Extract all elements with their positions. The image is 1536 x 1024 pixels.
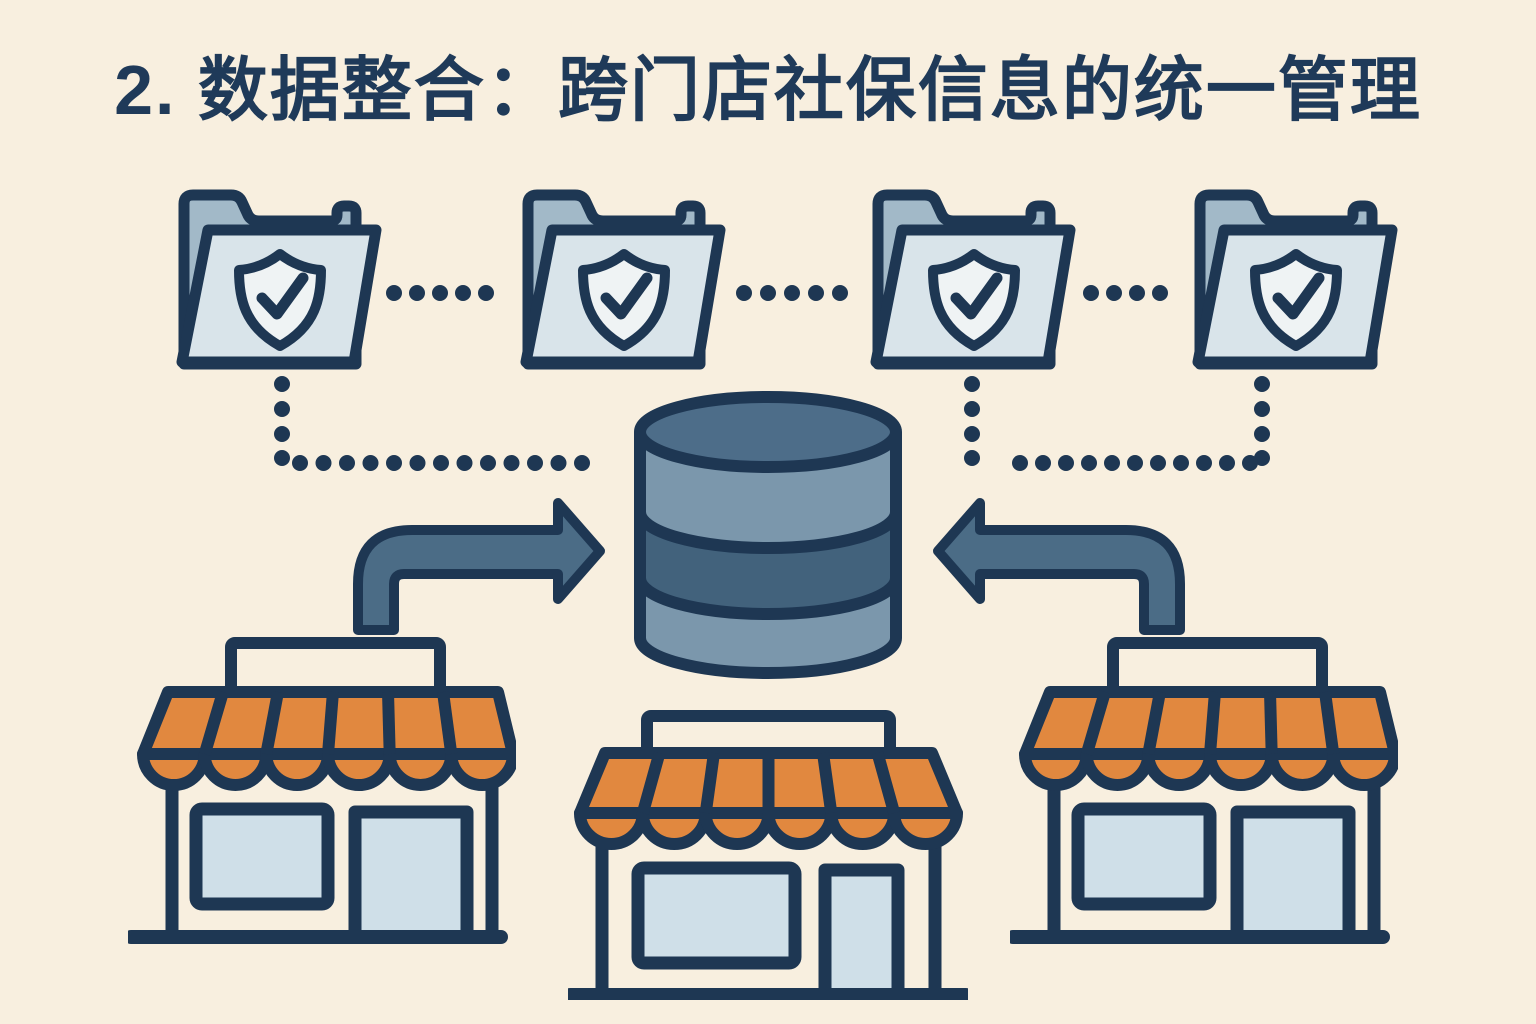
dotted-link-folders-2-3 xyxy=(736,285,848,301)
storefront-icon-left xyxy=(128,637,516,947)
db-seam-2 xyxy=(634,577,902,620)
db-seam-1 xyxy=(634,511,902,554)
dotted-link-folder4-database xyxy=(1012,376,1270,471)
page-title: 2. 数据整合：跨门店社保信息的统一管理 xyxy=(114,51,1422,129)
dotted-link-folder1-database xyxy=(274,376,590,471)
storefront-icon-right xyxy=(1010,637,1398,947)
arrow-right-store-to-database-icon xyxy=(933,498,1185,635)
dotted-link-folder3-database xyxy=(964,376,980,466)
db-outline xyxy=(634,432,902,679)
db-dark-band xyxy=(640,512,896,614)
dotted-link-folders-3-4 xyxy=(1083,285,1168,301)
database-icon xyxy=(634,391,902,679)
arrow-left-store-to-database-icon xyxy=(353,498,605,635)
dotted-link-folders-1-2 xyxy=(386,285,494,301)
storefront-icon-middle xyxy=(568,710,968,1000)
